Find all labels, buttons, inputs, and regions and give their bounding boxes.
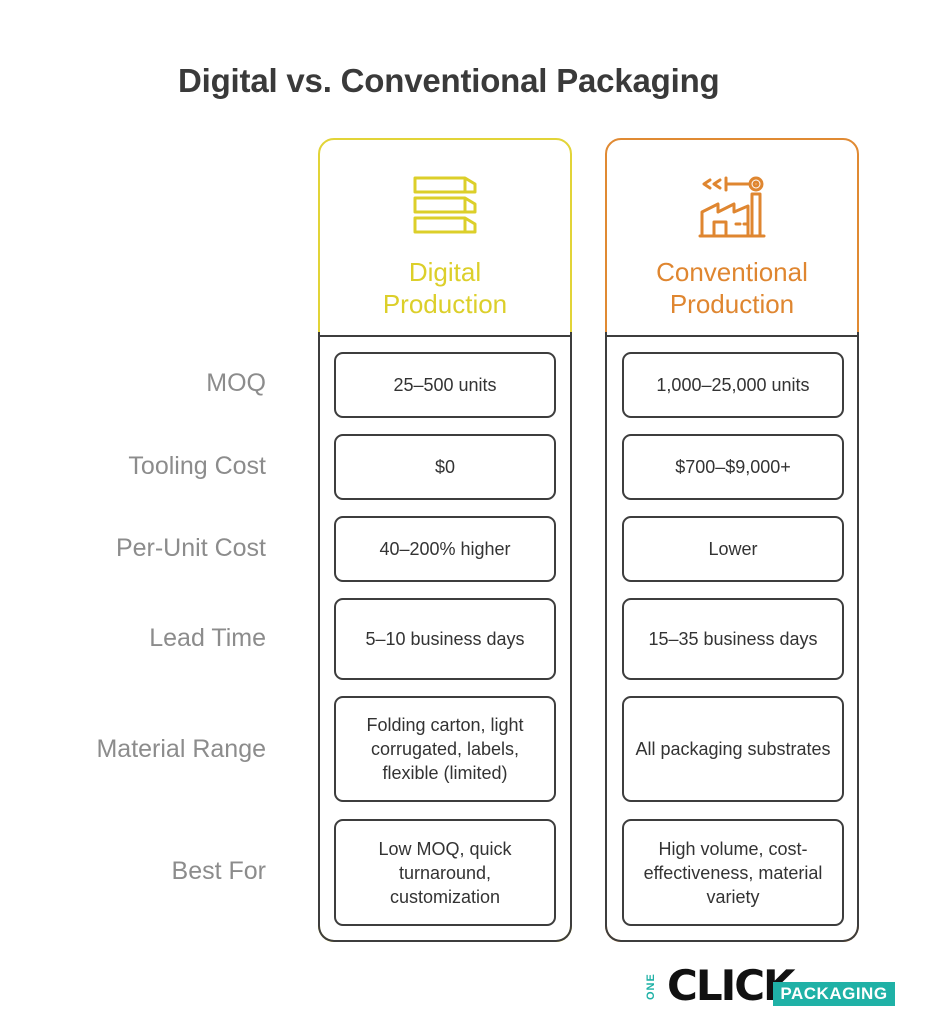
conventional-material-range-cell: All packaging substrates <box>622 696 844 802</box>
row-label-tooling-cost: Tooling Cost <box>128 452 266 480</box>
conventional-column-title: Conventional Production <box>607 256 857 320</box>
digital-material-range-cell: Folding carton, light corrugated, labels… <box>334 696 556 802</box>
digital-best-for-cell: Low MOQ, quick turnaround, customization <box>334 819 556 926</box>
factory-icon <box>698 176 766 238</box>
conventional-title-line1: Conventional <box>656 257 808 287</box>
row-label-lead-time: Lead Time <box>149 624 266 652</box>
row-label-per-unit-cost: Per-Unit Cost <box>115 534 266 562</box>
digital-per-unit-cost-cell: 40–200% higher <box>334 516 556 582</box>
logo-one-text: ONE <box>645 973 657 1001</box>
one-click-packaging-logo: ONE CLICK PACKAGING <box>645 962 895 1010</box>
digital-moq-cell: 25–500 units <box>334 352 556 418</box>
digital-title-line1: Digital <box>408 257 482 287</box>
conventional-per-unit-cost-cell: Lower <box>622 516 844 582</box>
conventional-column-header: Conventional Production <box>607 140 857 337</box>
conventional-moq-cell: 1,000–25,000 units <box>622 352 844 418</box>
page-title: Digital vs. Conventional Packaging <box>178 62 720 99</box>
conventional-best-for-cell: High volume, cost-effectiveness, materia… <box>622 819 844 926</box>
digital-column-title: Digital Production <box>320 256 570 320</box>
digital-title-line2: Production <box>382 289 508 319</box>
digital-tooling-cost-cell: $0 <box>334 434 556 500</box>
layers-icon <box>413 176 477 234</box>
digital-lead-time-cell: 5–10 business days <box>334 598 556 680</box>
logo-packaging-text: PACKAGING <box>773 982 895 1006</box>
conventional-title-line2: Production <box>669 289 795 319</box>
row-label-material-range: Material Range <box>96 735 266 763</box>
row-label-best-for: Best For <box>171 857 266 885</box>
row-label-moq: MOQ <box>206 369 266 397</box>
digital-column-header: Digital Production <box>320 140 570 337</box>
conventional-lead-time-cell: 15–35 business days <box>622 598 844 680</box>
conventional-tooling-cost-cell: $700–$9,000+ <box>622 434 844 500</box>
